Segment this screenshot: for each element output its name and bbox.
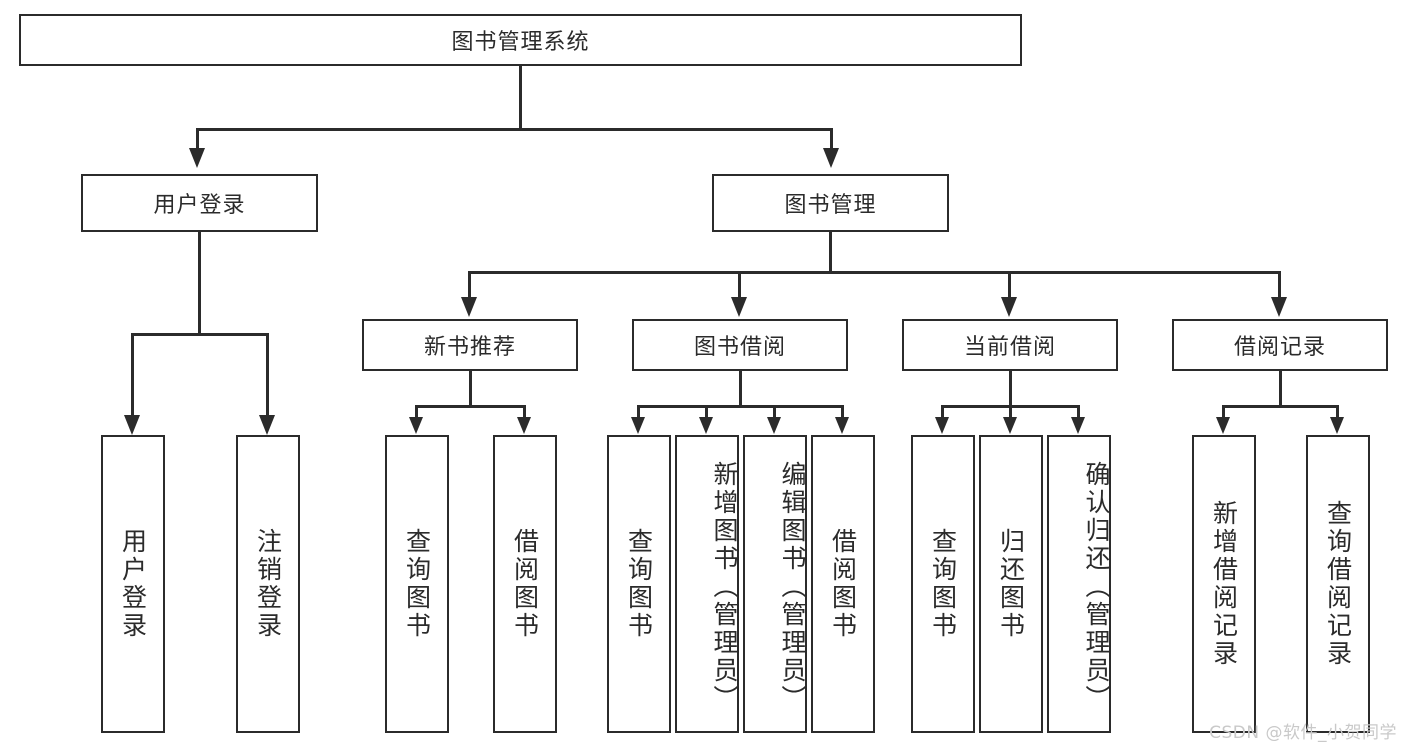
leaf-label: 查询借阅记录 — [1323, 500, 1353, 668]
leaf-book-borrow-0[interactable]: 查询图书 — [607, 435, 671, 733]
arrow-bb-to-leaf-0 — [631, 417, 645, 434]
leaf-label: 归还图书 — [996, 528, 1026, 640]
arrow-nbr-to-leaf-1 — [517, 417, 531, 434]
edge-bm-to-book-borrow — [738, 271, 741, 299]
arrow-root-to-user-login — [189, 148, 205, 168]
leaf-new-book-recommend-1[interactable]: 借阅图书 — [493, 435, 557, 733]
leaf-label: 注销登录 — [253, 528, 283, 640]
arrow-bb-to-leaf-3 — [835, 417, 849, 434]
leaf-label: 编辑图书（管理员） — [778, 461, 807, 713]
leaf-label: 确认归还（管理员） — [1082, 461, 1111, 713]
edge-br-bar — [1222, 405, 1339, 408]
edge-bb-bar — [637, 405, 843, 408]
leaf-label: 用户登录 — [118, 528, 148, 640]
edge-bm-to-new-book-recommend — [468, 271, 471, 299]
leaf-user-login-1[interactable]: 注销登录 — [236, 435, 300, 733]
edge-cb-to-leaf-0 — [941, 405, 944, 419]
node-user-login[interactable]: 用户登录 — [81, 174, 318, 232]
edge-nbr-stem — [469, 371, 472, 408]
leaf-label: 查询图书 — [624, 528, 654, 640]
node-user-login-label: 用户登录 — [153, 193, 246, 218]
edge-nbr-to-leaf-1 — [523, 405, 526, 419]
edge-bm-to-borrow-record — [1278, 271, 1281, 299]
edge-book-management-bar — [468, 271, 1280, 274]
node-borrow-record[interactable]: 借阅记录 — [1172, 319, 1388, 371]
edge-cb-to-leaf-2 — [1077, 405, 1080, 419]
edge-bm-to-current-borrow — [1008, 271, 1011, 299]
edge-root-bar — [196, 128, 833, 131]
leaf-label: 借阅图书 — [828, 528, 858, 640]
leaf-book-borrow-1[interactable]: 新增图书（管理员） — [675, 435, 739, 733]
leaf-label: 新增图书（管理员） — [710, 461, 739, 713]
arrow-root-to-book-management — [823, 148, 839, 168]
edge-bb-to-leaf-0 — [637, 405, 640, 419]
node-label: 当前借阅 — [963, 335, 1056, 360]
arrow-br-to-leaf-1 — [1330, 417, 1344, 434]
edge-bb-to-leaf-1 — [705, 405, 708, 419]
edge-bb-to-leaf-2 — [773, 405, 776, 419]
edge-cb-to-leaf-1 — [1009, 405, 1012, 419]
node-root-book-management-system[interactable]: 图书管理系统 — [19, 14, 1022, 66]
arrow-bb-to-leaf-1 — [699, 417, 713, 434]
leaf-label: 新增借阅记录 — [1209, 500, 1239, 668]
leaf-user-login-0[interactable]: 用户登录 — [101, 435, 165, 733]
arrow-bm-to-current-borrow — [1001, 297, 1017, 317]
node-label: 新书推荐 — [423, 335, 516, 360]
edge-user-login-to-leaf-1 — [266, 333, 269, 417]
arrow-user-login-to-leaf-0 — [124, 415, 140, 435]
leaf-label: 借阅图书 — [510, 528, 540, 640]
arrow-cb-to-leaf-1 — [1003, 417, 1017, 434]
edge-root-stem — [519, 66, 522, 131]
arrow-bm-to-book-borrow — [731, 297, 747, 317]
node-label: 图书借阅 — [693, 335, 786, 360]
leaf-current-borrow-2[interactable]: 确认归还（管理员） — [1047, 435, 1111, 733]
node-book-management[interactable]: 图书管理 — [712, 174, 949, 232]
edge-user-login-stem — [198, 232, 201, 336]
edge-book-management-stem — [829, 232, 832, 274]
leaf-book-borrow-3[interactable]: 借阅图书 — [811, 435, 875, 733]
node-current-borrow[interactable]: 当前借阅 — [902, 319, 1118, 371]
node-book-management-label: 图书管理 — [784, 193, 877, 218]
edge-root-to-user-login — [196, 128, 199, 150]
leaf-borrow-record-0[interactable]: 新增借阅记录 — [1192, 435, 1256, 733]
arrow-bb-to-leaf-2 — [767, 417, 781, 434]
edge-cb-stem — [1009, 371, 1012, 408]
edge-user-login-to-leaf-0 — [131, 333, 134, 417]
node-root-label: 图书管理系统 — [451, 30, 590, 55]
arrow-cb-to-leaf-0 — [935, 417, 949, 434]
leaf-book-borrow-2[interactable]: 编辑图书（管理员） — [743, 435, 807, 733]
leaf-current-borrow-1[interactable]: 归还图书 — [979, 435, 1043, 733]
csdn-watermark: CSDN @软件_小贺同学 — [1209, 723, 1397, 743]
leaf-label: 查询图书 — [928, 528, 958, 640]
arrow-cb-to-leaf-2 — [1071, 417, 1085, 434]
node-label: 借阅记录 — [1233, 335, 1326, 360]
arrow-bm-to-borrow-record — [1271, 297, 1287, 317]
edge-br-to-leaf-1 — [1336, 405, 1339, 419]
edge-bb-to-leaf-3 — [841, 405, 844, 419]
edge-bb-stem — [739, 371, 742, 408]
edge-nbr-bar — [415, 405, 526, 408]
leaf-new-book-recommend-0[interactable]: 查询图书 — [385, 435, 449, 733]
arrow-br-to-leaf-0 — [1216, 417, 1230, 434]
node-new-book-recommend[interactable]: 新书推荐 — [362, 319, 578, 371]
edge-user-login-bar — [131, 333, 269, 336]
arrow-user-login-to-leaf-1 — [259, 415, 275, 435]
leaf-current-borrow-0[interactable]: 查询图书 — [911, 435, 975, 733]
edge-nbr-to-leaf-0 — [415, 405, 418, 419]
edge-br-stem — [1279, 371, 1282, 408]
arrow-nbr-to-leaf-0 — [409, 417, 423, 434]
leaf-label: 查询图书 — [402, 528, 432, 640]
node-book-borrow[interactable]: 图书借阅 — [632, 319, 848, 371]
arrow-bm-to-new-book-recommend — [461, 297, 477, 317]
edge-br-to-leaf-0 — [1222, 405, 1225, 419]
edge-root-to-book-management — [830, 128, 833, 150]
leaf-borrow-record-1[interactable]: 查询借阅记录 — [1306, 435, 1370, 733]
